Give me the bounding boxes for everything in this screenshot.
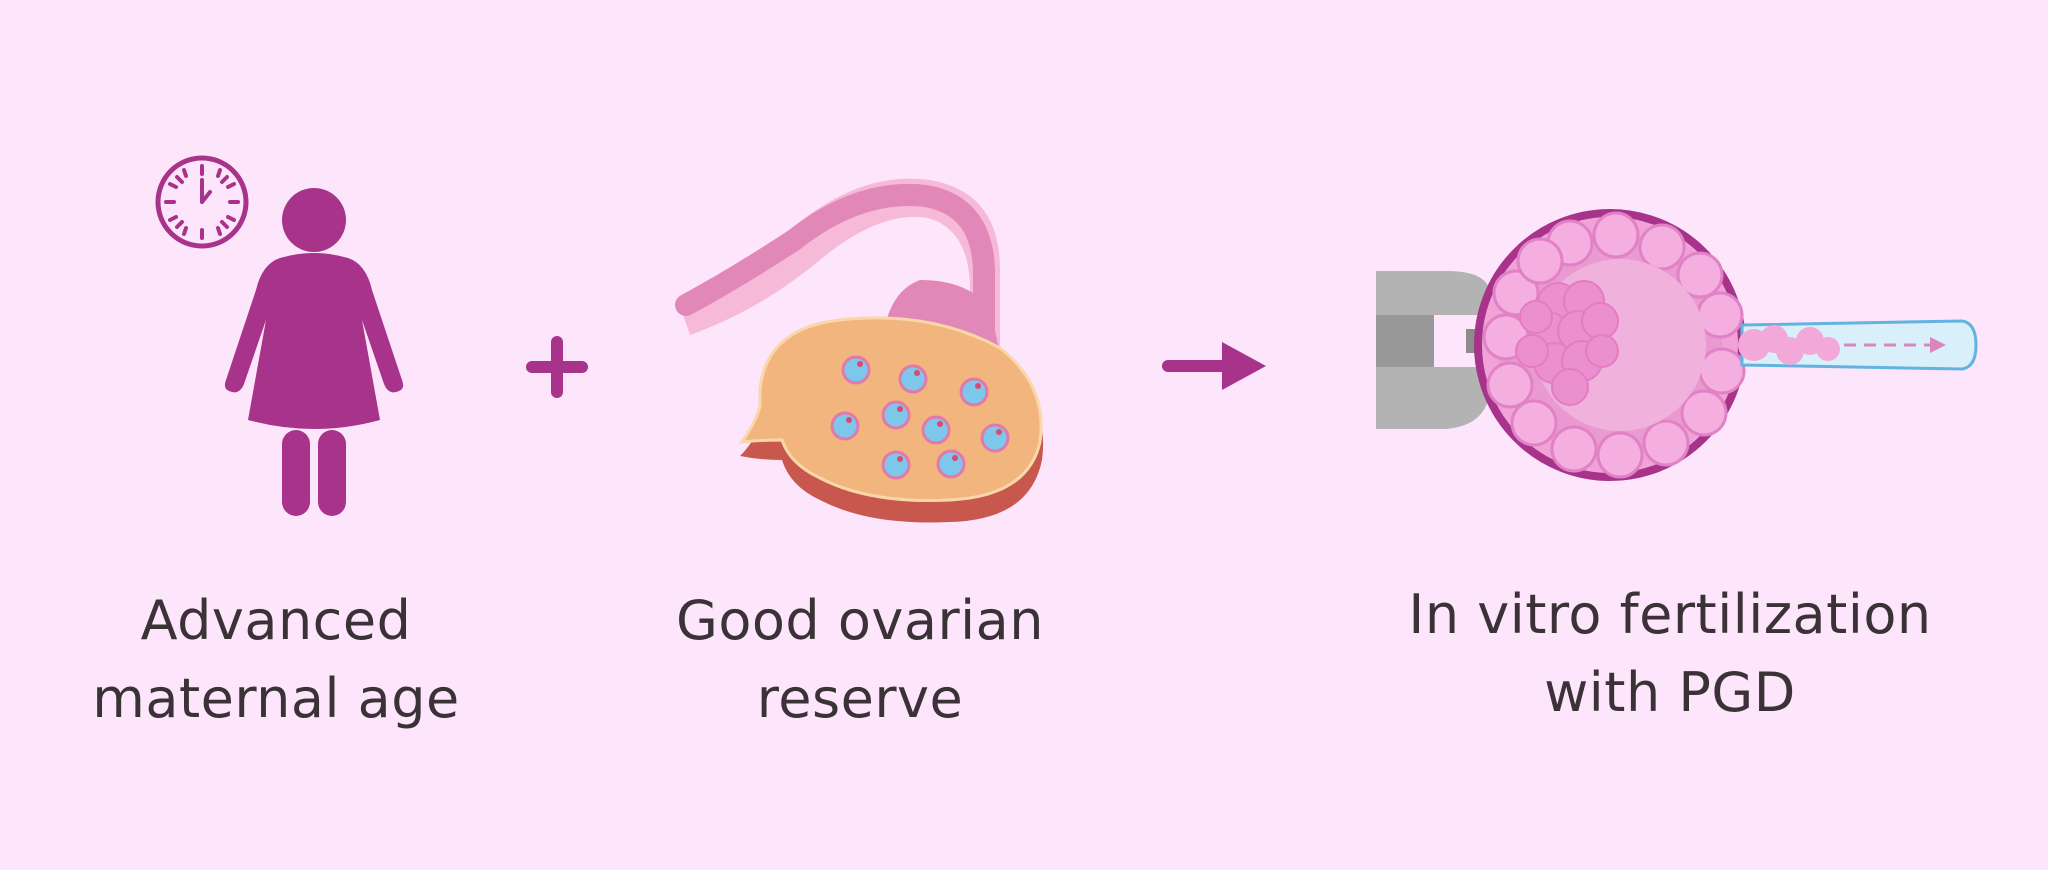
- ovary-icon: [675, 178, 1044, 523]
- caption-maternal-age: Advanced maternal age: [76, 582, 476, 738]
- embryo: [1474, 209, 1746, 481]
- caption-ovarian-reserve: Good ovarian reserve: [660, 582, 1060, 738]
- right-arrow-icon: [1162, 342, 1266, 390]
- clock-icon: [155, 155, 249, 249]
- caption-ovarian-reserve-line1: Good ovarian: [676, 589, 1044, 652]
- caption-maternal-age-line1: Advanced: [140, 589, 412, 652]
- inner-cell-mass: [1515, 280, 1619, 406]
- caption-ivf-pgd: In vitro fertilization with PGD: [1380, 576, 1960, 732]
- biopsy-pipette: [1738, 319, 1978, 371]
- caption-maternal-age-line2: maternal age: [92, 667, 460, 730]
- caption-ivf-pgd-line1: In vitro fertilization: [1408, 583, 1932, 646]
- caption-ovarian-reserve-line2: reserve: [756, 667, 964, 730]
- woman-icon: [224, 188, 404, 516]
- caption-ivf-pgd-line2: with PGD: [1544, 661, 1796, 724]
- embryo-biopsy-icon: [1376, 209, 1978, 481]
- woman-with-clock-illustration: [155, 155, 404, 516]
- plus-icon: [526, 336, 588, 398]
